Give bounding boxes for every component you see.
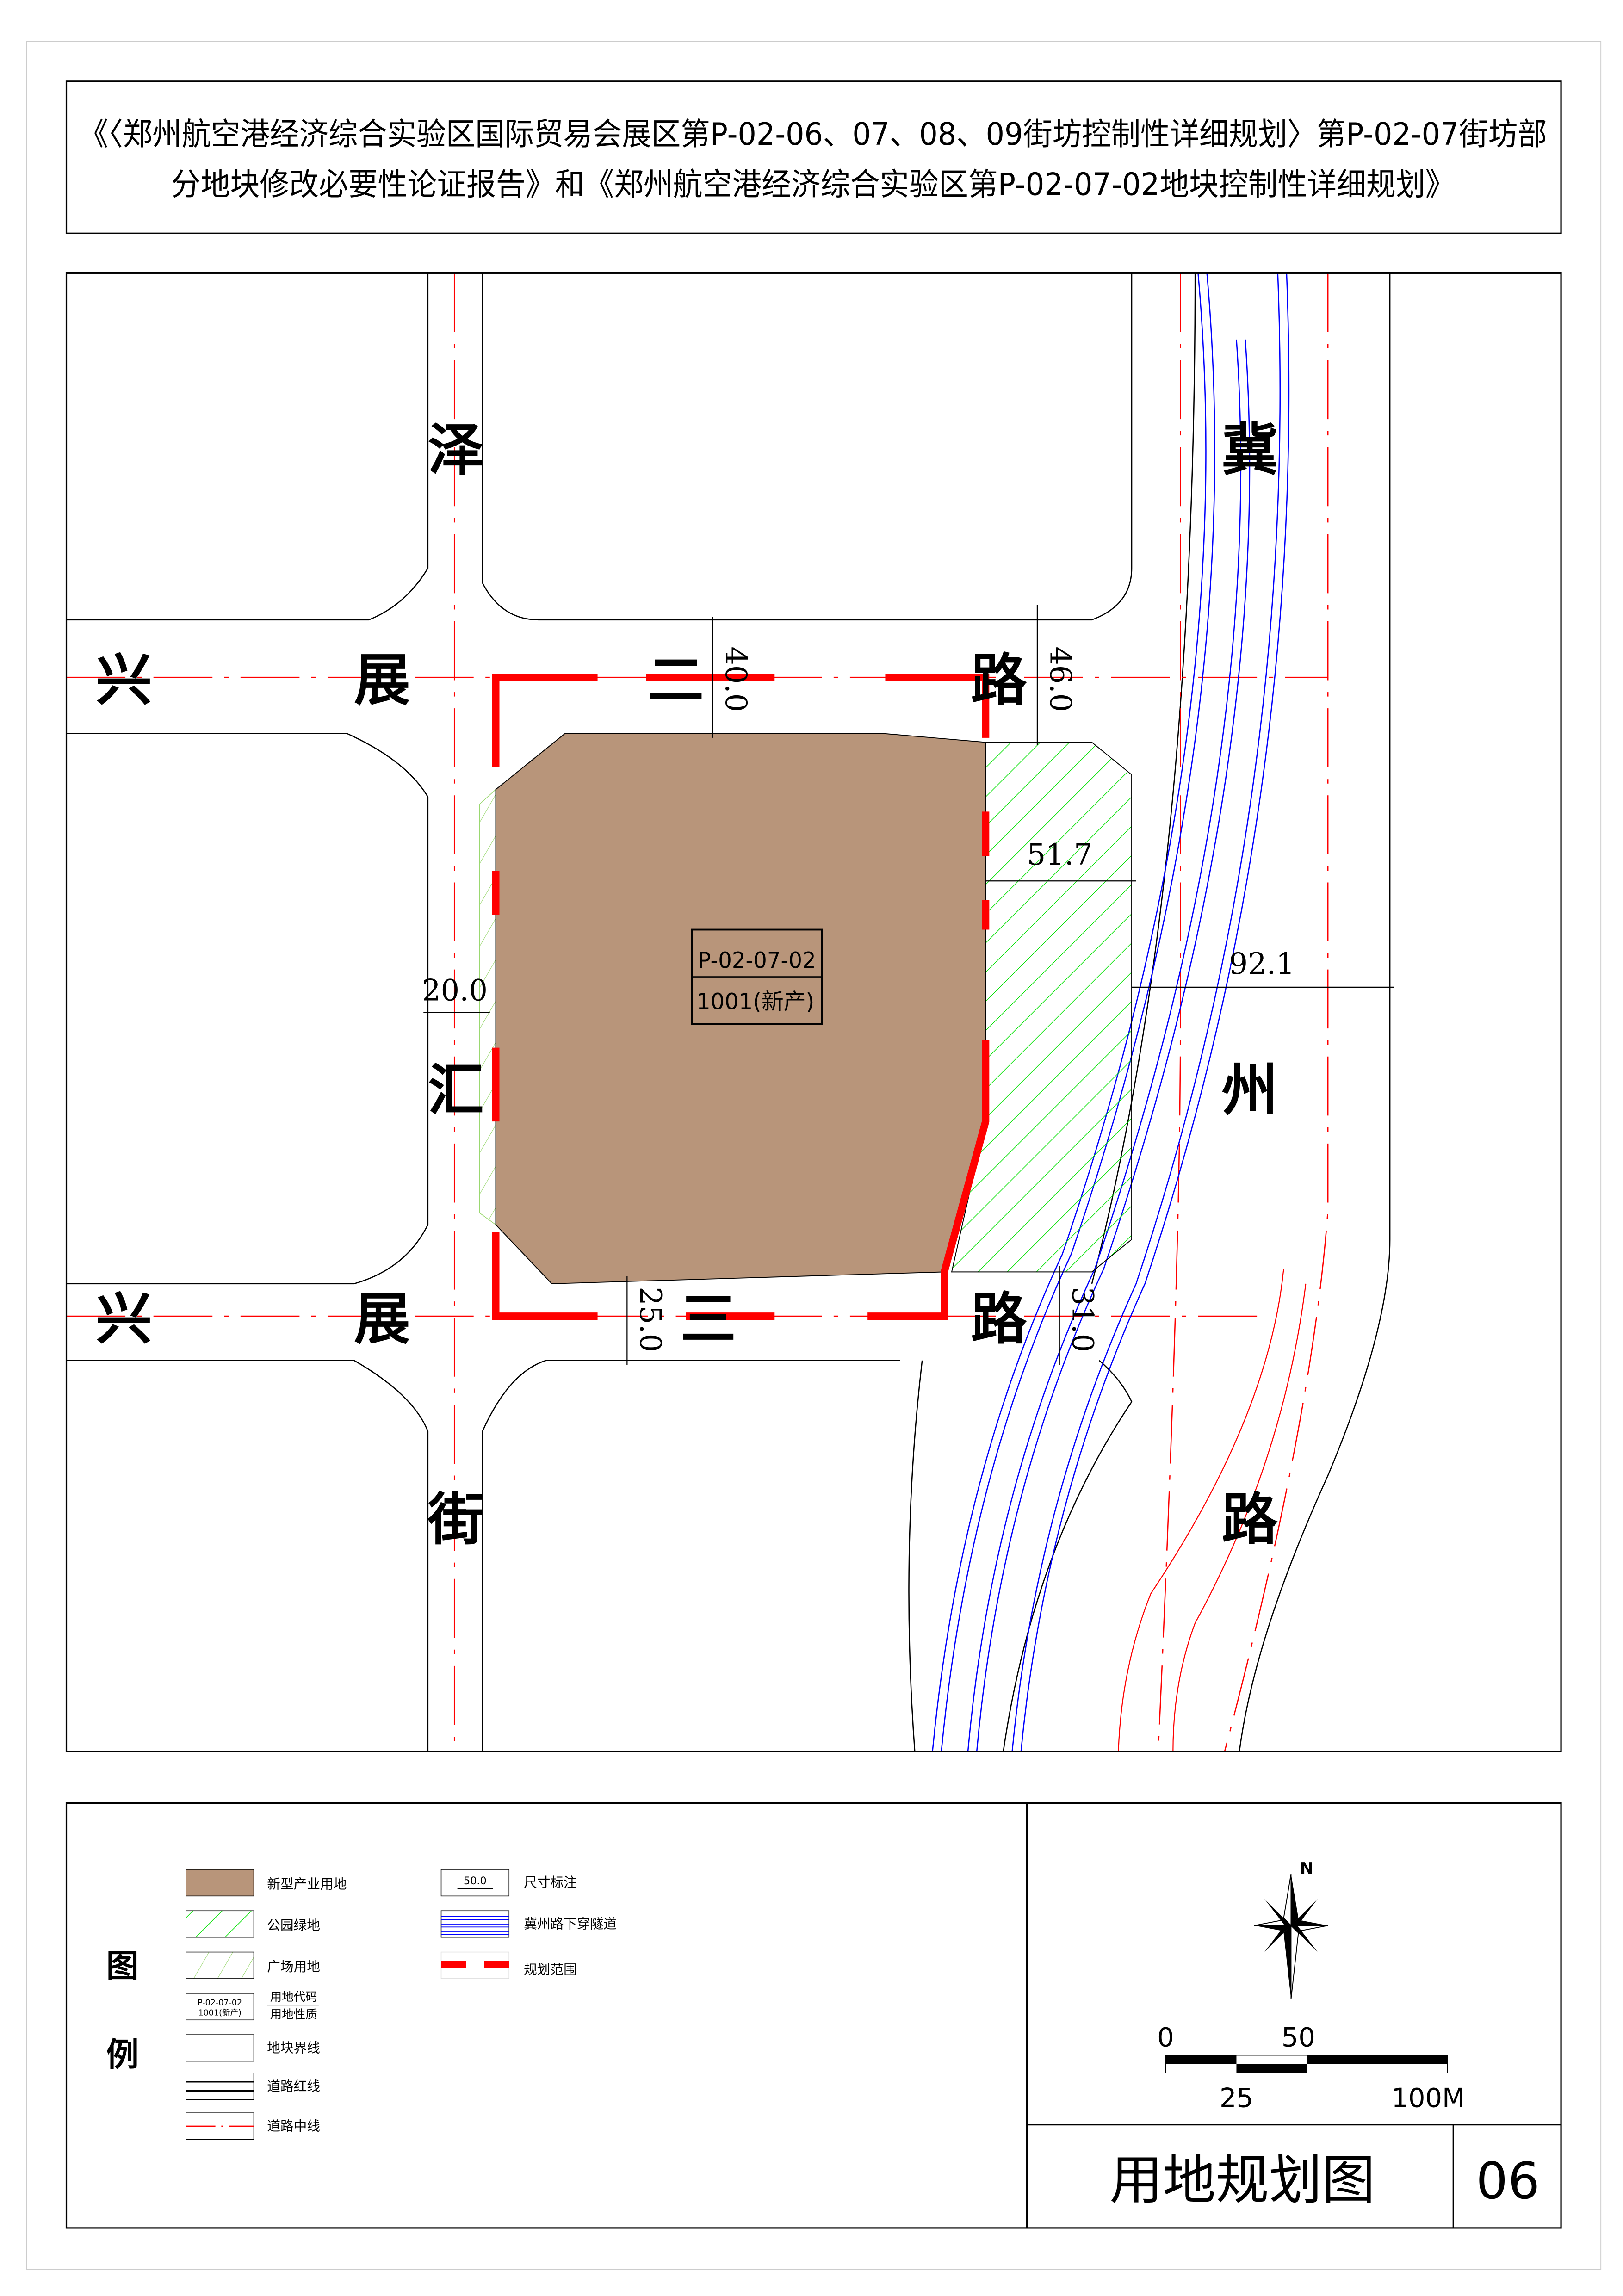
legend-plaza: 广场用地 [267, 1959, 320, 1974]
west-road-char-2: 汇 [428, 1058, 484, 1123]
land-use-map: P-02-07-02 1001(新产) 40.0 46.0 51.7 92.1 … [66, 273, 1561, 1751]
planning-boundary [492, 674, 990, 1320]
legend-park: 公园绿地 [267, 1918, 320, 1933]
legend-centerline: 道路中线 [267, 2118, 320, 2134]
dim-north-road-east: 46.0 [1043, 646, 1078, 712]
legend-road-red-line: 道路红线 [267, 2078, 320, 2094]
scale-label-100m: 100M [1392, 2082, 1465, 2113]
south-road-char-4: 路 [971, 1287, 1027, 1352]
parcel-code: P-02-07-02 [698, 948, 816, 973]
west-road-char-3: 街 [427, 1487, 484, 1553]
west-road-char-1: 泽 [428, 418, 484, 483]
swatch-road-red-line [186, 2073, 254, 2100]
title-line-2: 分地块修改必要性论证报告》和《郑州航空港经济综合实验区第P-02-07-02地块… [171, 166, 1455, 202]
legend-land-nature: 用地性质 [270, 2008, 317, 2022]
dim-green-width: 51.7 [1027, 838, 1093, 872]
scale-label-50: 50 [1282, 2022, 1315, 2053]
dim-south-road-west: 25.0 [633, 1287, 667, 1352]
dimension-lines [423, 605, 1394, 1365]
east-road-char-3: 路 [1222, 1487, 1278, 1553]
east-road-char-2: 州 [1222, 1058, 1278, 1123]
north-arrow-icon: N [1254, 1859, 1328, 1999]
legend-boundary: 规划范围 [524, 1962, 577, 1977]
north-road-char-1: 兴 [96, 648, 152, 713]
dimension-labels: 40.0 46.0 51.7 92.1 20.0 25.0 31.0 [422, 646, 1295, 1352]
north-road-char-2: 展 [354, 648, 410, 713]
dim-north-road-west: 40.0 [719, 646, 753, 712]
legend-tunnel: 冀州路下穿隧道 [524, 1916, 617, 1932]
north-road-char-3: 二 [648, 648, 704, 713]
dim-east-road: 92.1 [1229, 947, 1295, 981]
legend-heading-1: 图 [106, 1947, 139, 1985]
scale-label-0: 0 [1157, 2022, 1174, 2053]
swatch-dimension-text: 50.0 [464, 1875, 487, 1887]
swatch-industrial [186, 1869, 254, 1897]
east-road-char-1: 冀 [1222, 418, 1278, 483]
south-road-char-2: 展 [354, 1287, 410, 1352]
swatch-use-text: 1001(新产) [198, 2009, 241, 2018]
legend-panel: 图 例 新型产业用地 公园绿地 广场用地 P-02-07-02 1001(新产)… [65, 1802, 1562, 2229]
south-road-char-3: 三 [680, 1287, 736, 1352]
legend-industrial: 新型产业用地 [267, 1876, 347, 1892]
legend-parcel-line: 地块界线 [267, 2040, 320, 2055]
legend-heading-2: 例 [106, 2036, 139, 2073]
road-names: 兴 展 二 路 兴 展 三 路 泽 汇 街 冀 州 路 [96, 418, 1278, 1553]
swatch-plaza [186, 1951, 254, 1979]
outer-frame [26, 41, 1602, 2270]
scale-label-25: 25 [1220, 2082, 1253, 2113]
north-road-char-4: 路 [971, 648, 1027, 713]
parcel-use: 1001(新产) [696, 990, 814, 1015]
dim-west-road: 20.0 [422, 974, 488, 1008]
legend-land-code: 用地代码 [270, 1990, 317, 2004]
legend-dimension: 尺寸标注 [524, 1875, 577, 1890]
south-road-char-1: 兴 [96, 1287, 152, 1352]
swatch-code-text: P-02-07-02 [198, 1998, 242, 2007]
dim-south-road-east: 31.0 [1065, 1287, 1099, 1352]
title-line-1: 《〈郑州航空港经济综合实验区国际贸易会展区第P-02-06、07、08、09街坊… [79, 116, 1547, 152]
north-label: N [1300, 1859, 1313, 1878]
title-box: 《〈郑州航空港经济综合实验区国际贸易会展区第P-02-06、07、08、09街坊… [65, 80, 1562, 234]
swatch-land-code [186, 1993, 254, 2021]
drawing-number: 06 [1476, 2152, 1540, 2210]
swatch-park [186, 1910, 254, 1938]
parcel-label[interactable]: P-02-07-02 1001(新产) [691, 928, 823, 1025]
swatch-dimension [440, 1869, 510, 1897]
scale-bar: 0 50 25 100M [1157, 2022, 1465, 2114]
drawing-name: 用地规划图 [1109, 2149, 1375, 2211]
